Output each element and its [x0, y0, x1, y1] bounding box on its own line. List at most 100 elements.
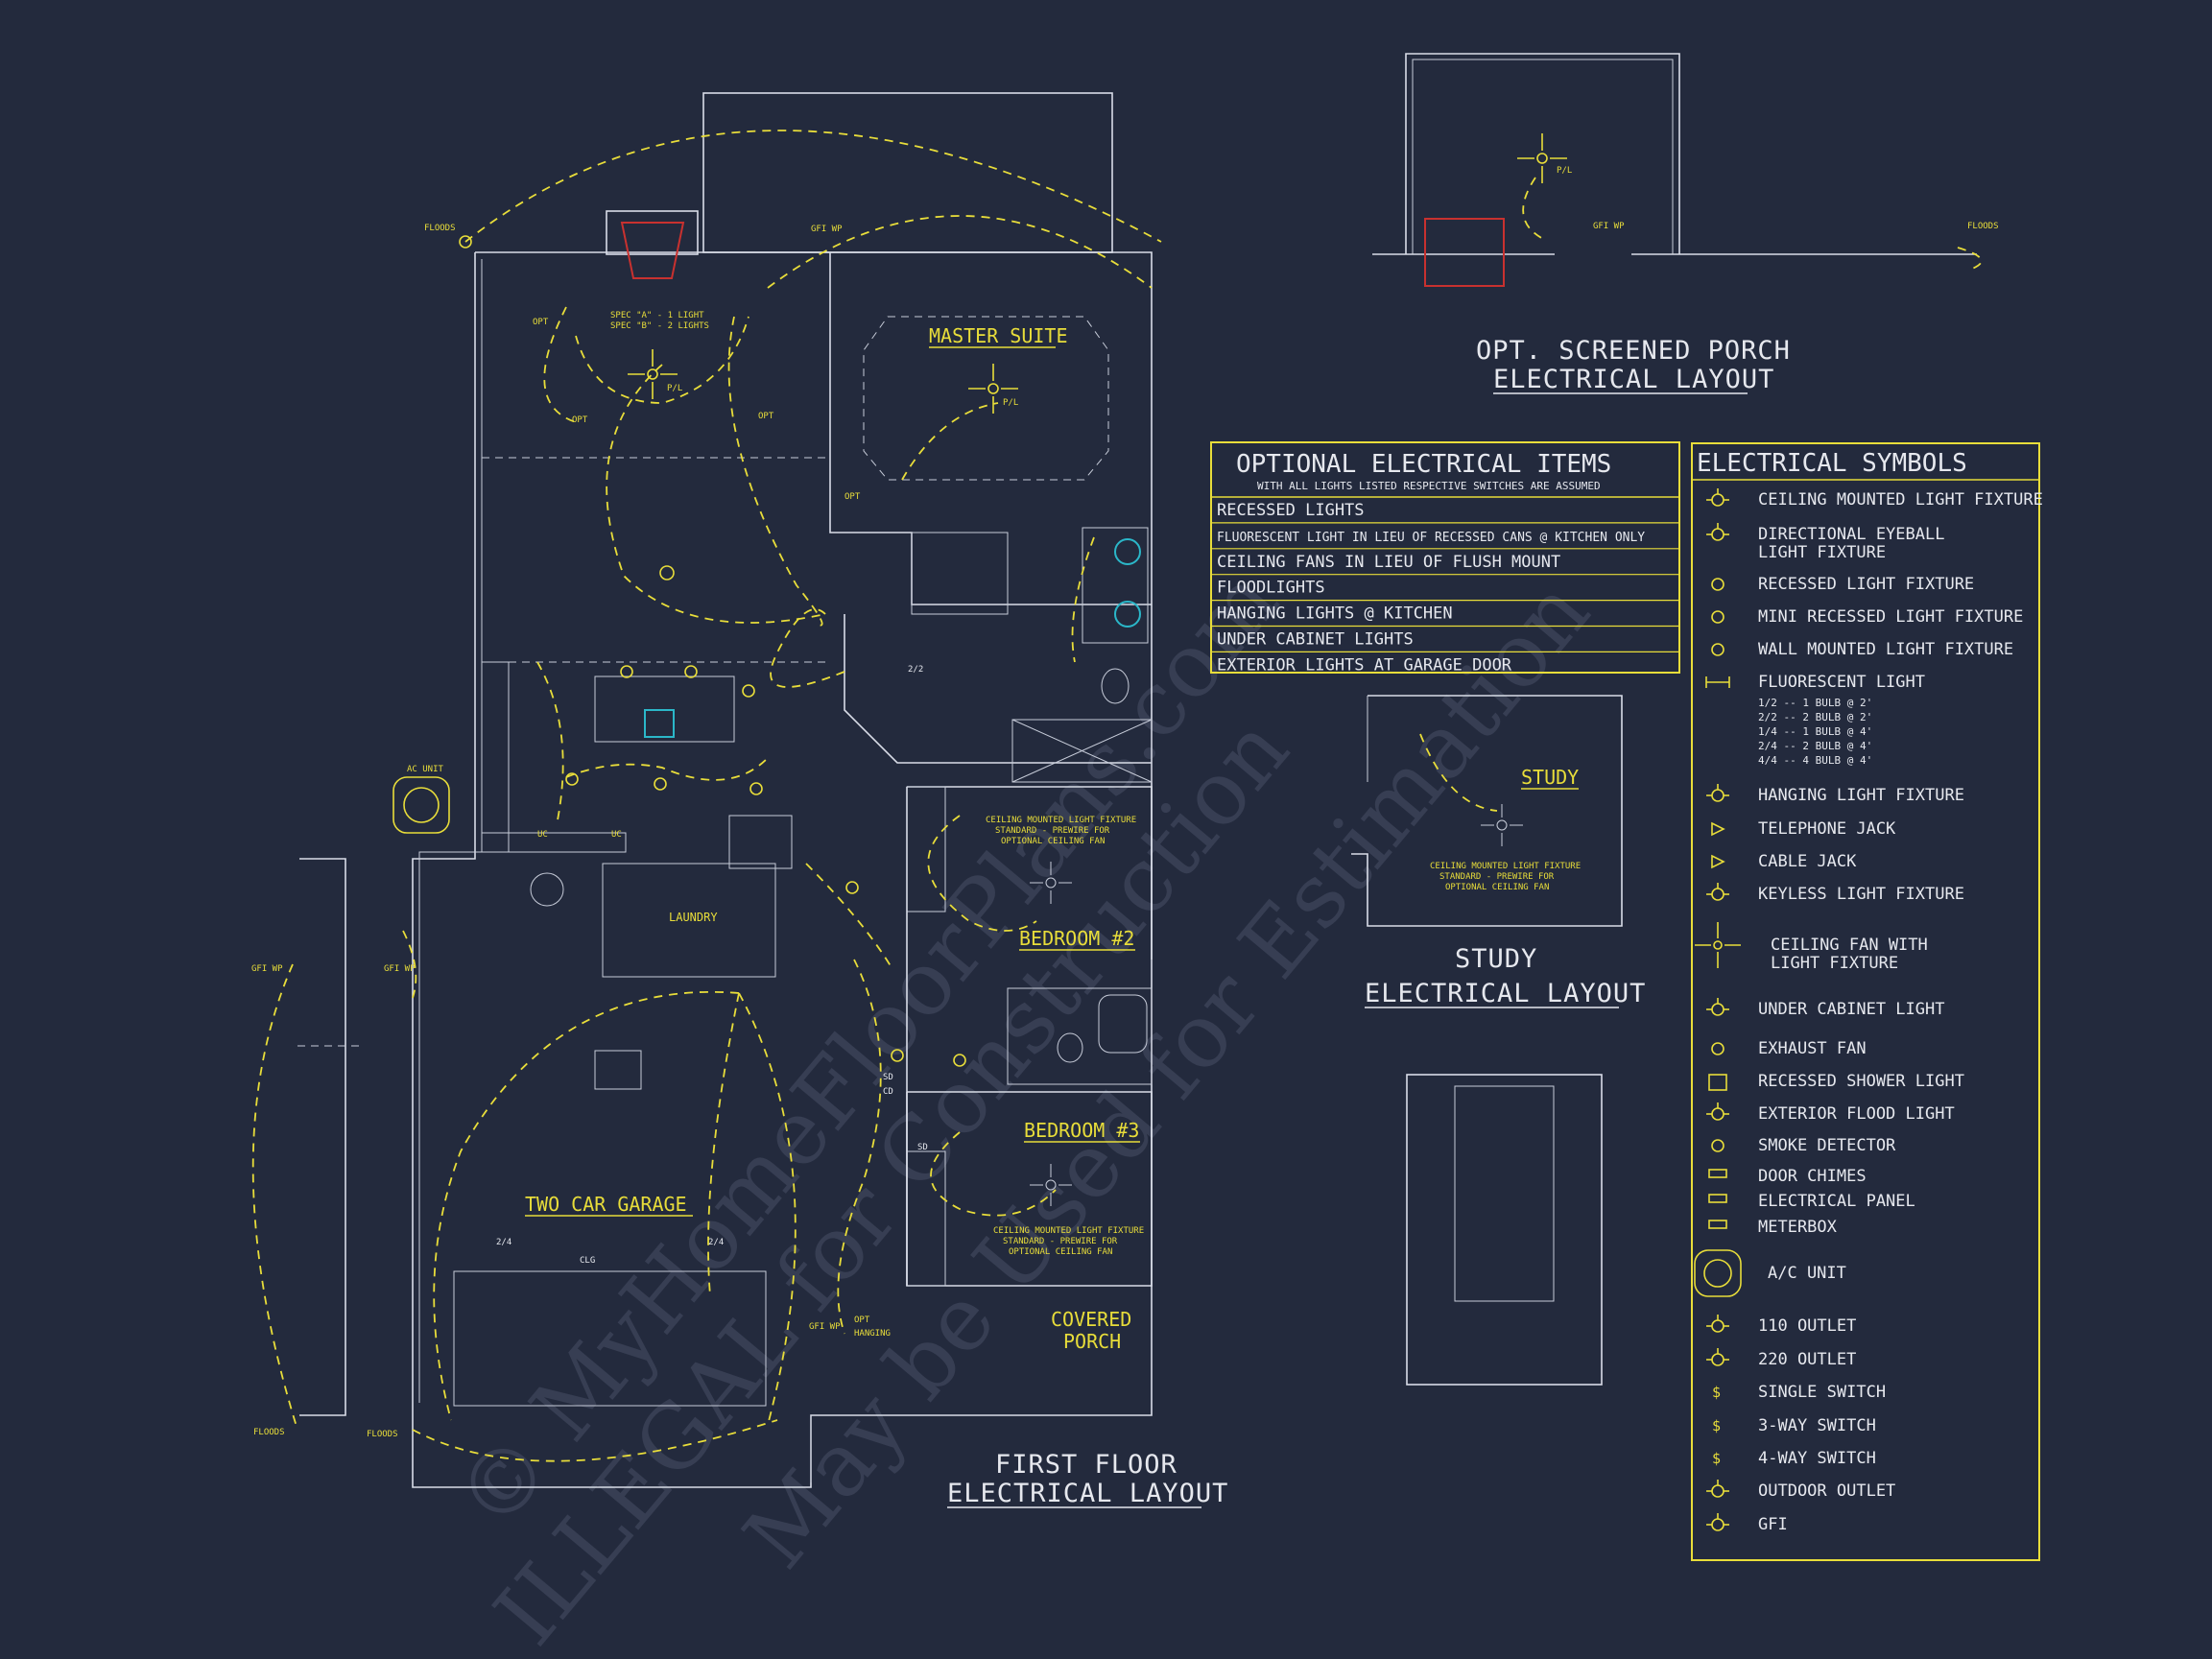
- ceiling-fan-icon: [1695, 922, 1741, 968]
- pl-label: P/L: [1003, 398, 1018, 408]
- optional-item: CEILING FANS IN LIEU OF FLUSH MOUNT: [1217, 553, 1560, 572]
- optional-items-border: [1210, 441, 1680, 674]
- legend-label: KEYLESS LIGHT FIXTURE: [1758, 885, 1964, 904]
- laundry-room: [602, 863, 776, 978]
- legend-label: WALL MOUNTED LIGHT FIXTURE: [1758, 640, 2013, 659]
- legend-label: EXTERIOR FLOOD LIGHT: [1758, 1104, 1955, 1124]
- ceiling-note-line-1: CEILING MOUNTED LIGHT FIXTURE: [993, 1226, 1144, 1236]
- opt-label: OPT: [758, 412, 774, 421]
- wire-kitchen-1: [770, 608, 845, 688]
- room-label-laundry: LAUNDRY: [669, 911, 718, 924]
- fluorescent-icon: [1705, 676, 1730, 688]
- meterbox-icon: [1708, 1220, 1727, 1229]
- under-cabinet-icon: [1706, 998, 1729, 1016]
- bedroom-2-wall: [907, 786, 1153, 960]
- ceiling-fan-icon: [628, 349, 678, 399]
- sd-label: SD: [883, 1073, 893, 1082]
- optional-item: HANGING LIGHTS @ KITCHEN: [1217, 604, 1453, 624]
- legend-label: CEILING MOUNTED LIGHT FIXTURE: [1758, 490, 2043, 510]
- wire-hall-2: [805, 863, 893, 970]
- uc-label: UC: [611, 830, 622, 840]
- cable-jack-icon: [1711, 854, 1725, 869]
- flood-light-icon: [459, 235, 472, 249]
- keyless-light-icon: [1706, 883, 1729, 901]
- wire-floods-rear: [464, 130, 1162, 243]
- gfi-wp-label: GFI WP: [811, 225, 843, 234]
- legend-label: METERBOX: [1758, 1218, 1838, 1237]
- detail-frame-outer: [1406, 1074, 1603, 1386]
- optional-items-subtitle: WITH ALL LIGHTS LISTED RESPECTIVE SWITCH…: [1257, 480, 1601, 492]
- wire-porch: [1522, 177, 1546, 241]
- ceiling-light-icon: [845, 881, 859, 894]
- mini-recessed-icon: [1711, 610, 1724, 624]
- pl-label: P/L: [667, 384, 682, 393]
- watermark-line-2: ILLEGAL for Construction: [475, 699, 1309, 1659]
- ceiling-light-icon: [1706, 488, 1729, 507]
- legend-label: RECESSED SHOWER LIGHT: [1758, 1072, 1964, 1091]
- wire-master-bath: [1071, 536, 1095, 663]
- blank-detail-frame: [1406, 1074, 1603, 1386]
- optional-item: FLOODLIGHTS: [1217, 579, 1325, 598]
- ceiling-note-line-2: STANDARD - PREWIRE FOR: [995, 826, 1110, 836]
- floods-label: FLOODS: [424, 224, 456, 233]
- wall-light-icon: [1711, 643, 1724, 656]
- outlet-220-icon: [1706, 1348, 1729, 1366]
- garage-door-zone: [453, 1270, 767, 1407]
- gfi-wp-label: GFI WP: [384, 964, 416, 974]
- room-label-covered: COVERED: [1051, 1308, 1131, 1331]
- kitchen-counter-bottom: [481, 832, 627, 853]
- legend-label: CEILING FAN WITH: [1771, 936, 1928, 955]
- master-tray-ceiling: [863, 316, 1109, 481]
- recessed-light-icon: [749, 782, 763, 795]
- electrical-panel-icon: [1708, 1194, 1727, 1203]
- pl-label: P/L: [1557, 166, 1572, 176]
- cd-label: CD: [883, 1087, 893, 1097]
- wire-porch-floods: [1957, 247, 1983, 270]
- svg-text:$: $: [1712, 1417, 1721, 1434]
- floods-label: FLOODS: [253, 1428, 285, 1437]
- legend-label: SINGLE SWITCH: [1758, 1383, 1886, 1402]
- recessed-light-icon: [742, 684, 755, 698]
- wire-garage-1: [433, 991, 740, 1421]
- fluorescent-note: 1/4 -- 1 BULB @ 4': [1758, 725, 1872, 738]
- ceiling-fan-icon: [1030, 1164, 1072, 1206]
- legend-label: CABLE JACK: [1758, 852, 1857, 871]
- wire-kitchen-2: [536, 661, 564, 826]
- legend-label: FLUORESCENT LIGHT: [1758, 673, 1925, 692]
- left-side-wall: [299, 858, 346, 1416]
- smoke-detector-icon: [1711, 1139, 1724, 1152]
- legend-title: ELECTRICAL SYMBOLS: [1697, 449, 1967, 478]
- optional-item: EXTERIOR LIGHTS AT GARAGE DOOR: [1217, 655, 1512, 675]
- fireplace-hearth: [606, 210, 699, 255]
- recessed-light-icon: [1711, 578, 1724, 591]
- outdoor-outlet-icon: [1706, 1480, 1729, 1498]
- legend-rows: CEILING MOUNTED LIGHT FIXTUREDIRECTIONAL…: [1694, 488, 2043, 1534]
- exterior-wall: [412, 251, 1153, 1488]
- hall-tub: [1098, 994, 1148, 1054]
- clg-label: CLG: [580, 1256, 595, 1266]
- four-way-switch-icon: $: [1712, 1450, 1721, 1467]
- uc-label: UC: [537, 830, 548, 840]
- legend-label: OUTDOOR OUTLET: [1758, 1481, 1895, 1501]
- wire-rear-2: [767, 215, 1153, 289]
- dim-label: 2/4: [496, 1238, 511, 1247]
- legend-label: TELEPHONE JACK: [1758, 819, 1896, 839]
- legend-label: 3-WAY SWITCH: [1758, 1416, 1876, 1435]
- water-heater: [530, 872, 564, 907]
- optional-items-table: OPTIONAL ELECTRICAL ITEMS WITH ALL LIGHT…: [1210, 441, 1680, 675]
- opt-label: OPT: [844, 492, 861, 502]
- study-walls: [1351, 695, 1623, 927]
- wire-study: [1419, 733, 1498, 812]
- first-floor-plan: AC UNIT: [251, 92, 1227, 1508]
- electrical-symbols-legend: ELECTRICAL SYMBOLS CEILING MOUNTED LIGHT…: [1691, 442, 2043, 1561]
- outlet-110-icon: [1706, 1315, 1729, 1333]
- garage-attic-access: [594, 1050, 642, 1090]
- spec-b-note: SPEC "B" - 2 LIGHTS: [610, 321, 709, 331]
- kitchen-sink: [644, 709, 675, 738]
- master-suite-wall: [829, 252, 1152, 605]
- ceiling-light-icon: [891, 1049, 904, 1062]
- wire-side-floods: [251, 963, 298, 1431]
- study-plan: STUDY CEILING MOUNTED LIGHT FIXTURE STAN…: [1351, 695, 1645, 1008]
- svg-text:$: $: [1712, 1450, 1721, 1467]
- screened-porch-plan: P/L GFI WP FLOODS OPT. SCREENED PORCH EL…: [1372, 53, 1999, 394]
